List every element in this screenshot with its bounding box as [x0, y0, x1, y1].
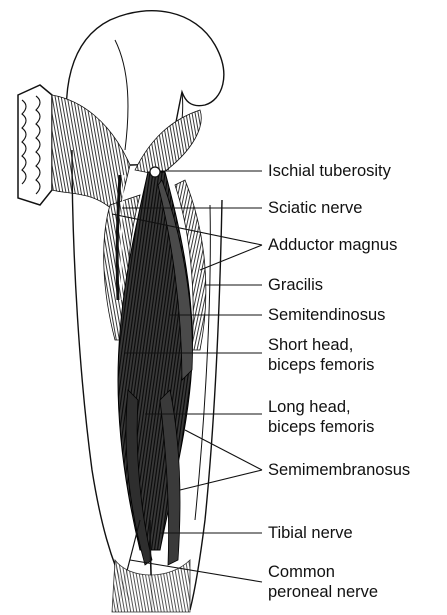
label-gracilis: Gracilis [268, 275, 323, 295]
label-long-head-line1: Long head, [268, 397, 374, 417]
label-short-head-line1: Short head, [268, 335, 374, 355]
label-ischial-tuberosity: Ischial tuberosity [268, 161, 391, 181]
label-short-head-line2: biceps femoris [268, 355, 374, 375]
label-common-peroneal-line1: Common [268, 562, 378, 582]
label-sciatic-nerve: Sciatic nerve [268, 198, 362, 218]
label-long-head-line2: biceps femoris [268, 417, 374, 437]
label-common-peroneal-line2: peroneal nerve [268, 582, 378, 602]
label-tibial-nerve: Tibial nerve [268, 523, 353, 543]
label-adductor-magnus: Adductor magnus [268, 235, 397, 255]
label-semitendinosus: Semitendinosus [268, 305, 385, 325]
label-long-head-biceps-femoris: Long head, biceps femoris [268, 397, 374, 437]
cut-muscle-stump [18, 85, 52, 205]
label-semimembranosus: Semimembranosus [268, 460, 410, 480]
label-short-head-biceps-femoris: Short head, biceps femoris [268, 335, 374, 375]
ischial-tuberosity-knob [150, 167, 160, 177]
label-common-peroneal-nerve: Common peroneal nerve [268, 562, 378, 602]
